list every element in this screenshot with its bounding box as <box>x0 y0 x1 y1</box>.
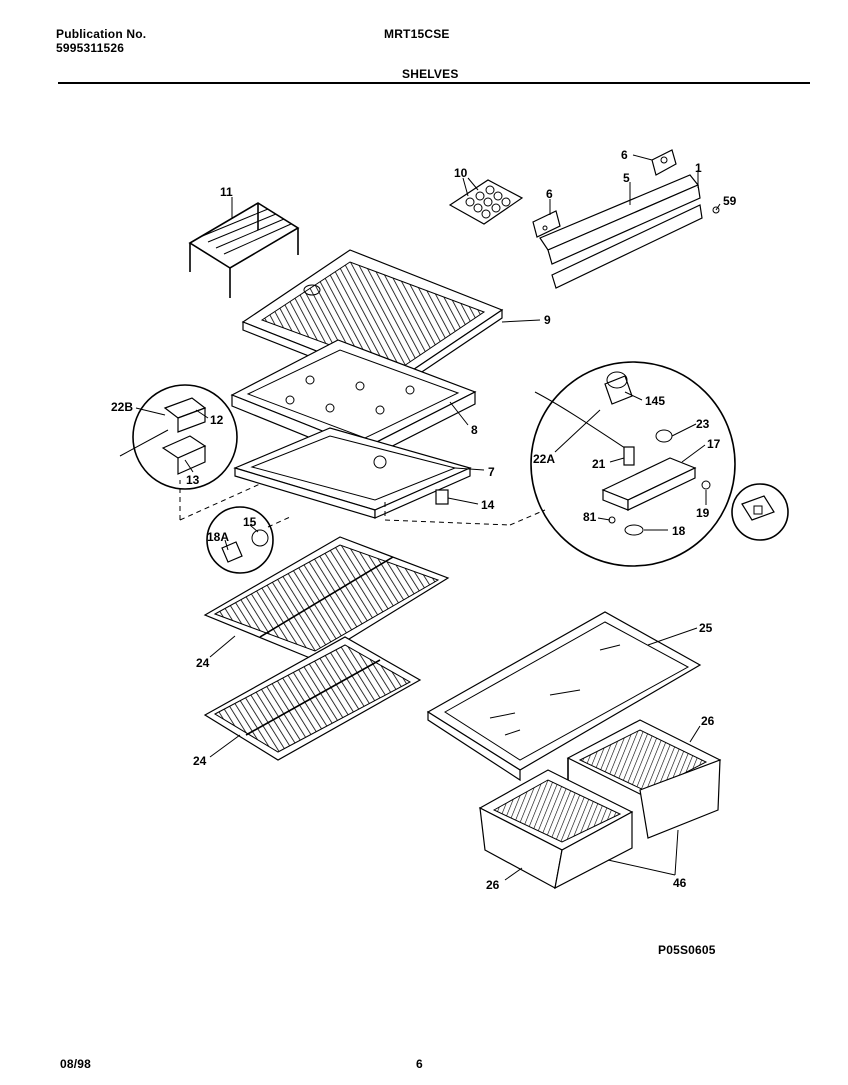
callout-145: 145 <box>645 394 665 408</box>
callout-17: 17 <box>707 437 721 451</box>
callout-46: 46 <box>673 876 687 890</box>
footer-page-number: 6 <box>416 1057 423 1071</box>
publication-label: Publication No. <box>56 27 147 41</box>
callout-leader-lines <box>135 154 721 881</box>
callout-6: 6 <box>546 187 553 201</box>
callout-13: 13 <box>186 473 200 487</box>
crisper-drawer-part-26-left <box>478 769 634 890</box>
callout-labels: 1 5 6 6 59 10 11 9 8 7 14 22B 12 13 145 … <box>111 148 737 892</box>
callout-18: 18 <box>672 524 686 538</box>
callout-10: 10 <box>454 166 468 180</box>
callout-11: 11 <box>220 185 233 199</box>
callout-59: 59 <box>723 194 737 208</box>
callout-22A: 22A <box>533 452 555 466</box>
callout-21: 21 <box>592 457 606 471</box>
wire-rack-part-11 <box>188 202 300 298</box>
callout-7: 7 <box>488 465 495 479</box>
egg-tray-part-10 <box>448 179 524 225</box>
detail-circle-left <box>119 384 238 490</box>
detail-circle-right <box>530 361 736 567</box>
callout-19: 19 <box>696 506 710 520</box>
clip-part-14 <box>435 489 449 505</box>
callout-9: 9 <box>544 313 551 327</box>
callout-24-upper: 24 <box>196 656 210 670</box>
callout-22B: 22B <box>111 400 133 414</box>
model-number: MRT15CSE <box>384 27 450 41</box>
callout-12: 12 <box>210 413 224 427</box>
callout-6-top: 6 <box>621 148 628 162</box>
callout-81: 81 <box>583 510 597 524</box>
callout-14: 14 <box>481 498 495 512</box>
header-rule <box>58 82 810 84</box>
shelf-rail-assembly <box>532 149 720 289</box>
callout-26-left: 26 <box>486 878 500 892</box>
cover-part-7 <box>233 427 472 519</box>
callout-8: 8 <box>471 423 478 437</box>
figure-code: P05S0605 <box>658 943 716 957</box>
callout-5: 5 <box>623 171 630 185</box>
callout-25: 25 <box>699 621 713 635</box>
crisper-drawer-part-26-right <box>566 719 722 839</box>
callout-26-right: 26 <box>701 714 715 728</box>
section-title: SHELVES <box>402 67 459 81</box>
detail-circle-switch <box>731 483 789 541</box>
callout-23: 23 <box>696 417 710 431</box>
callout-1: 1 <box>695 161 702 175</box>
callout-15: 15 <box>243 515 257 529</box>
publication-number: 5995311526 <box>56 41 125 55</box>
crisper-cover-part-25 <box>426 611 702 782</box>
leader-dashed-lines <box>179 480 546 528</box>
callout-18A: 18A <box>207 530 229 544</box>
footer-date: 08/98 <box>60 1057 92 1071</box>
wire-shelf-part-24-lower <box>203 636 422 761</box>
callout-24-lower: 24 <box>193 754 207 768</box>
wire-shelf-part-24-upper <box>203 536 450 661</box>
